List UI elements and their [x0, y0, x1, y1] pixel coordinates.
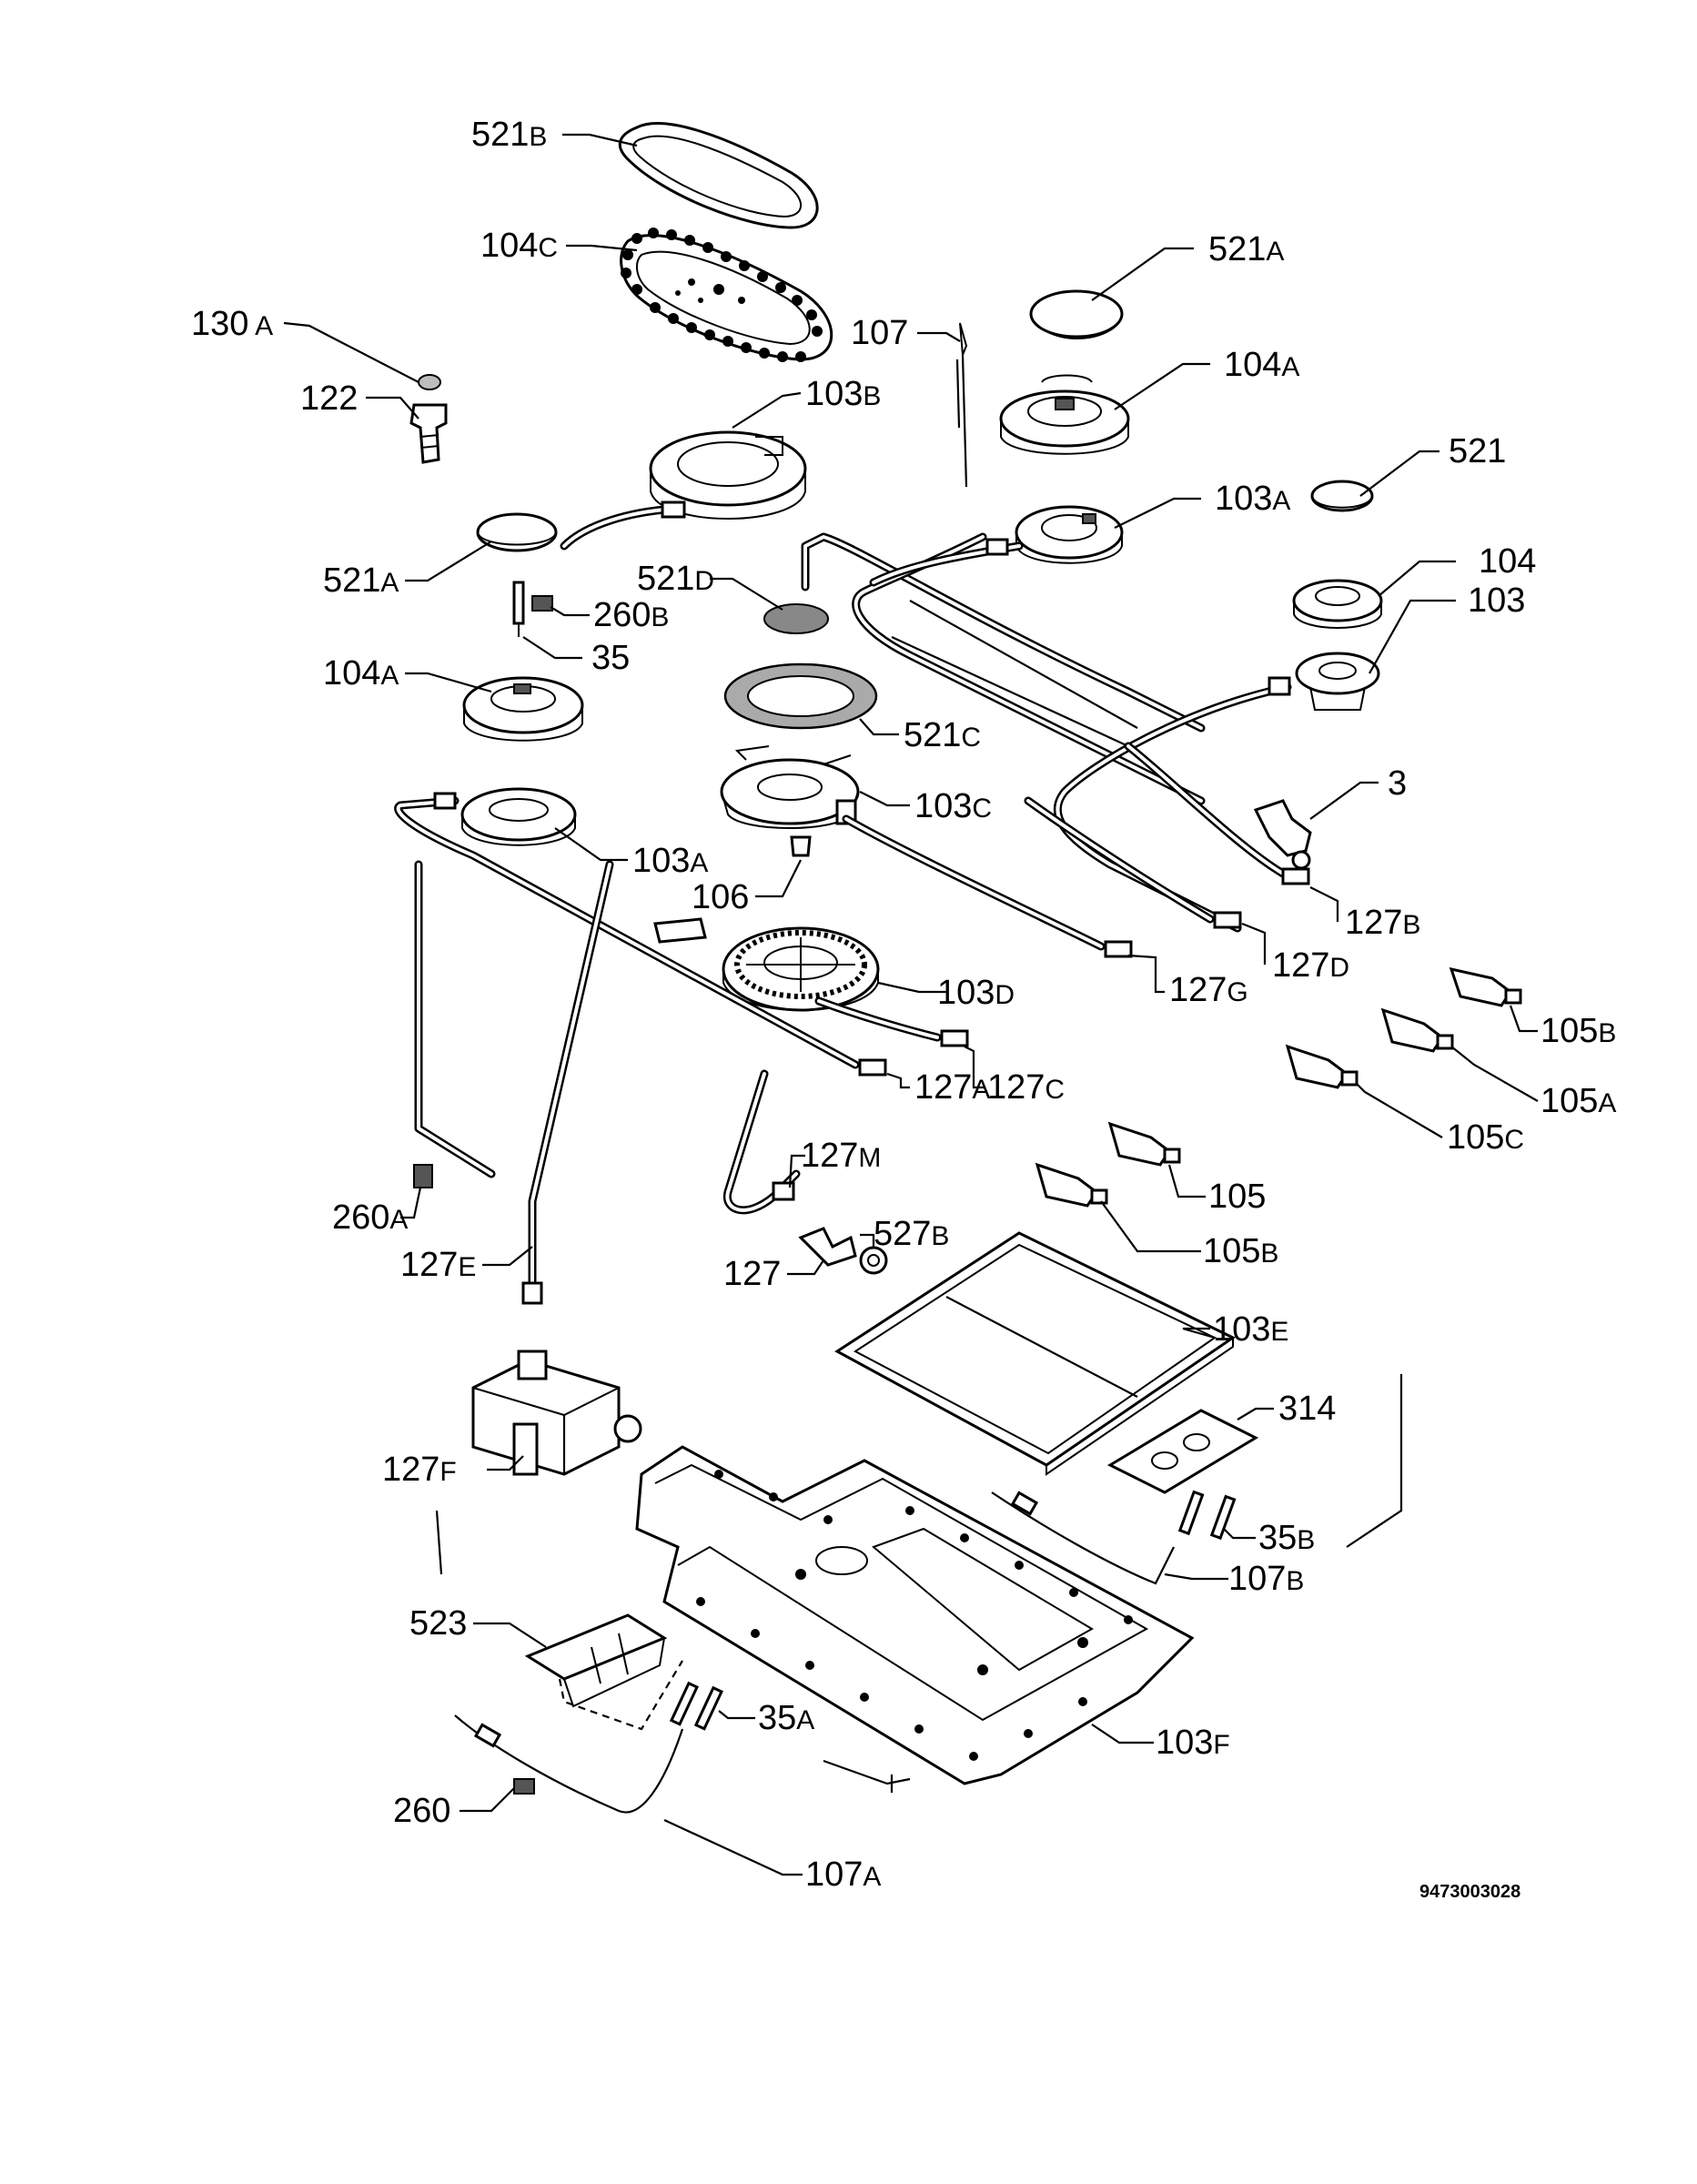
burner-cap-521A-right: [1029, 289, 1124, 340]
gasket-521B: [618, 122, 819, 229]
label-105A: 105A: [1540, 1082, 1616, 1120]
burner-cap-521: [1310, 480, 1374, 512]
valve-105A: [1380, 1007, 1454, 1053]
label-105: 105: [1208, 1178, 1266, 1216]
label-527B: 527B: [874, 1215, 949, 1253]
pipe-fitting-103D: [653, 917, 707, 944]
label-521: 521: [1449, 432, 1506, 470]
label-104A-left: 104A: [323, 654, 399, 693]
label-122: 122: [300, 379, 358, 418]
burner-cap-521A-left: [476, 512, 558, 552]
label-3: 3: [1388, 764, 1407, 803]
label-103B: 103B: [805, 375, 881, 413]
label-130A: 130 A: [191, 305, 273, 343]
burner-crown-104A-left: [462, 676, 584, 742]
gas-pipes: [394, 532, 1310, 1305]
label-104: 104: [1479, 542, 1536, 581]
label-104C: 104C: [480, 227, 558, 265]
label-127D: 127D: [1272, 946, 1349, 985]
label-105B-bottom: 105B: [1203, 1232, 1278, 1270]
label-260: 260: [393, 1792, 450, 1830]
label-104A-right: 104A: [1224, 346, 1299, 384]
label-127C: 127C: [987, 1068, 1065, 1107]
tray-103E: [834, 1231, 1236, 1476]
valve-105B-top: [1449, 966, 1522, 1007]
valve-105B-bottom: [1035, 1162, 1108, 1208]
label-127M: 127M: [801, 1137, 881, 1175]
gasket-ring-521C: [723, 662, 878, 730]
label-105C: 105C: [1447, 1118, 1524, 1157]
gas-pipe-103B: [560, 500, 686, 551]
label-103: 103: [1468, 581, 1525, 620]
label-127: 127: [723, 1255, 781, 1293]
valve-105C: [1285, 1044, 1359, 1089]
label-103C: 103C: [914, 787, 992, 825]
base-plate-103F: [635, 1445, 1195, 1785]
label-127G: 127G: [1169, 971, 1248, 1009]
label-521B: 521B: [471, 116, 547, 154]
section-lines: [435, 1374, 1403, 1793]
label-127A: 127A: [914, 1068, 990, 1107]
spark-plug-35B: [1177, 1490, 1237, 1541]
label-35: 35: [591, 639, 630, 677]
burner-body-103D: [722, 926, 880, 1012]
label-105B-top: 105B: [1540, 1012, 1616, 1050]
gas-inlet-block-127F: [471, 1350, 642, 1476]
nozzle-130A: [418, 374, 441, 390]
label-103A-right: 103A: [1215, 480, 1290, 518]
label-103A-left: 103A: [632, 842, 708, 880]
label-103E: 103E: [1213, 1310, 1288, 1349]
burner-body-103: [1295, 652, 1380, 711]
injector-106: [790, 835, 812, 857]
bracket-314: [1106, 1409, 1259, 1494]
label-106: 106: [692, 878, 749, 916]
nut-527B: [859, 1246, 888, 1275]
label-103D: 103D: [937, 974, 1015, 1012]
diagram-code: 9473003028: [1419, 1882, 1520, 1902]
label-260A: 260A: [332, 1198, 408, 1237]
part-labels: 521B 104C 521A 130 A 107 104A 122 103B 5…: [191, 116, 1616, 1902]
clip-260: [513, 1778, 535, 1795]
label-523: 523: [409, 1604, 467, 1643]
burner-body-103C: [720, 745, 860, 829]
valve-105: [1107, 1121, 1181, 1167]
clip-260A: [413, 1164, 433, 1188]
label-127B: 127B: [1345, 904, 1420, 942]
clip-260B: [531, 595, 553, 612]
wire-107B: [991, 1491, 1175, 1585]
label-103F: 103F: [1156, 1724, 1230, 1762]
label-35A: 35A: [758, 1699, 814, 1737]
burner-body-103A-left: [460, 787, 577, 846]
label-521C: 521C: [904, 716, 981, 754]
label-127E: 127E: [400, 1246, 476, 1284]
burner-body-103B: [649, 430, 807, 520]
label-107A: 107A: [805, 1855, 881, 1894]
burner-crown-104C: [620, 228, 833, 362]
label-107B: 107B: [1228, 1560, 1304, 1598]
elbow-127: [798, 1227, 857, 1267]
injector-122: [409, 403, 448, 464]
burner-body-103A-right: [1015, 505, 1124, 564]
label-521A-right: 521A: [1208, 230, 1284, 268]
burner-crown-104: [1292, 579, 1383, 629]
wire-107A: [454, 1714, 684, 1814]
label-521A-left: 521A: [323, 561, 399, 600]
label-127F: 127F: [382, 1451, 457, 1489]
mesh-disc-521D: [763, 603, 829, 634]
leader-lines: [283, 133, 1539, 1876]
spark-plug-35: [512, 581, 525, 637]
label-107: 107: [851, 314, 908, 352]
spark-plug-35A: [669, 1681, 723, 1731]
burner-crown-104A-right: [999, 374, 1130, 455]
label-35B: 35B: [1258, 1519, 1315, 1557]
label-521D: 521D: [637, 560, 714, 598]
bracket-523: [524, 1613, 683, 1731]
label-260B: 260B: [593, 596, 669, 634]
label-314: 314: [1278, 1390, 1336, 1428]
thermocouple-107: [955, 322, 968, 488]
